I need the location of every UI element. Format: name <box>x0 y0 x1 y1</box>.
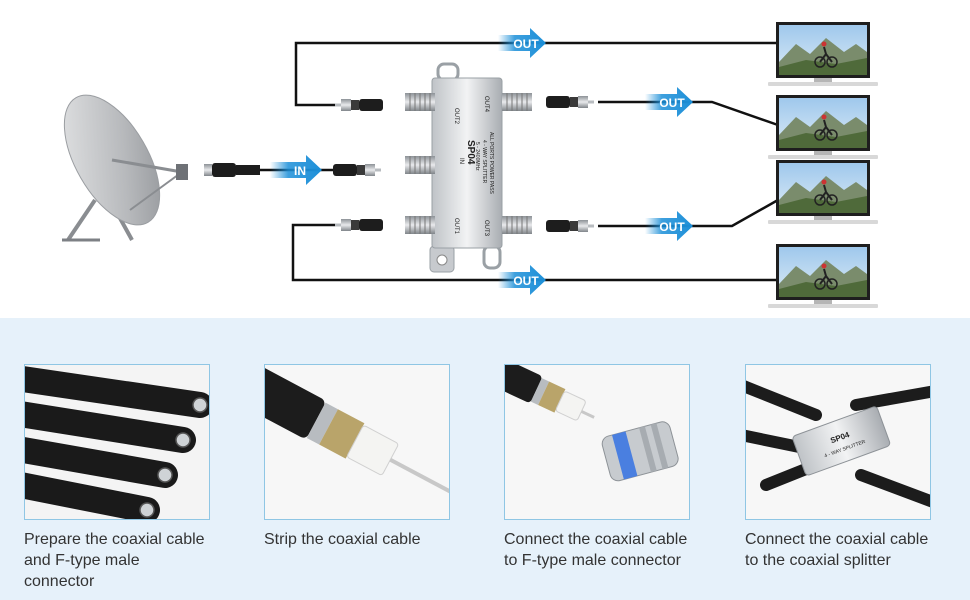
splitter-power: ALL PORTS POWER PASS <box>488 132 494 195</box>
connector-out4 <box>546 96 594 108</box>
input-connector-right <box>333 164 381 176</box>
port-label-out1: OUT1 <box>453 218 459 235</box>
splitter: OUT2 OUT4 OUT1 OUT3 IN SP04 5 - 2400MHz … <box>404 62 533 273</box>
in-label: IN <box>294 164 306 178</box>
step-photo-splitter: SP04 4 - WAY SPLITTER <box>745 364 931 520</box>
out-label-3: OUT <box>659 220 685 234</box>
out-label-2: OUT <box>659 96 685 110</box>
step-photo-cables <box>24 364 210 520</box>
satellite-dish <box>62 94 188 242</box>
step-connect-splitter: SP04 4 - WAY SPLITTER Connect the coaxia… <box>745 364 935 571</box>
installation-diagram: IN OUT2 OUT4 OUT1 OUT3 IN SP04 5 - 2400M… <box>62 21 879 309</box>
connector-out2 <box>335 99 383 111</box>
splitter-type: 4 - WAY SPLITTER <box>481 140 487 184</box>
step-strip: Strip the coaxial cable <box>264 364 454 550</box>
caption-line-1: Prepare the coaxial cable <box>24 531 205 548</box>
port-label-out3: OUT3 <box>483 220 489 237</box>
step-photo-connector <box>504 364 690 520</box>
port-label-in: IN <box>458 158 464 164</box>
cable-out3 <box>598 198 779 228</box>
cables <box>258 41 779 282</box>
splitter-freq: 5 - 2400MHz <box>474 142 480 171</box>
tv-1 <box>767 21 879 87</box>
caption-line-1: Connect the coaxial cable <box>745 531 929 548</box>
caption-line-1: Connect the coaxial cable <box>504 531 688 548</box>
tv-2 <box>767 94 879 160</box>
out-arrow-3: OUT <box>645 211 693 241</box>
out-label-1: OUT <box>513 37 539 51</box>
input-connector-left <box>204 163 260 177</box>
cable-out4 <box>598 100 779 127</box>
caption-line-1: Strip the coaxial cable <box>264 531 421 548</box>
step-photo-stripped-cable <box>264 364 450 520</box>
caption-line-2: to F-type male connector <box>504 552 681 569</box>
splitter-model: SP04 <box>465 140 476 165</box>
out-arrow-1: OUT <box>498 28 546 58</box>
cable-out2 <box>294 41 778 107</box>
connector-out1 <box>335 219 383 231</box>
out-arrow-4: OUT <box>498 265 546 295</box>
tv-3 <box>767 159 879 225</box>
out-arrow-2: OUT <box>645 87 693 117</box>
step-caption-prepare: Prepare the coaxial cable and F-type mal… <box>24 529 214 592</box>
step-connect-connector: Connect the coaxial cable to F-type male… <box>504 364 694 571</box>
step-caption-connect-splitter: Connect the coaxial cable to the coaxial… <box>745 529 935 571</box>
caption-line-2: and F-type male connector <box>24 552 140 590</box>
in-arrow: IN <box>270 155 322 185</box>
caption-line-2: to the coaxial splitter <box>745 552 891 569</box>
out-label-4: OUT <box>513 274 539 288</box>
step-prepare: Prepare the coaxial cable and F-type mal… <box>24 364 214 592</box>
step-caption-connect-connector: Connect the coaxial cable to F-type male… <box>504 529 694 571</box>
port-label-out4: OUT4 <box>483 96 489 113</box>
tv-4 <box>767 243 879 309</box>
step-caption-strip: Strip the coaxial cable <box>264 529 454 550</box>
port-label-out2: OUT2 <box>453 108 459 125</box>
connector-out3 <box>546 220 594 232</box>
